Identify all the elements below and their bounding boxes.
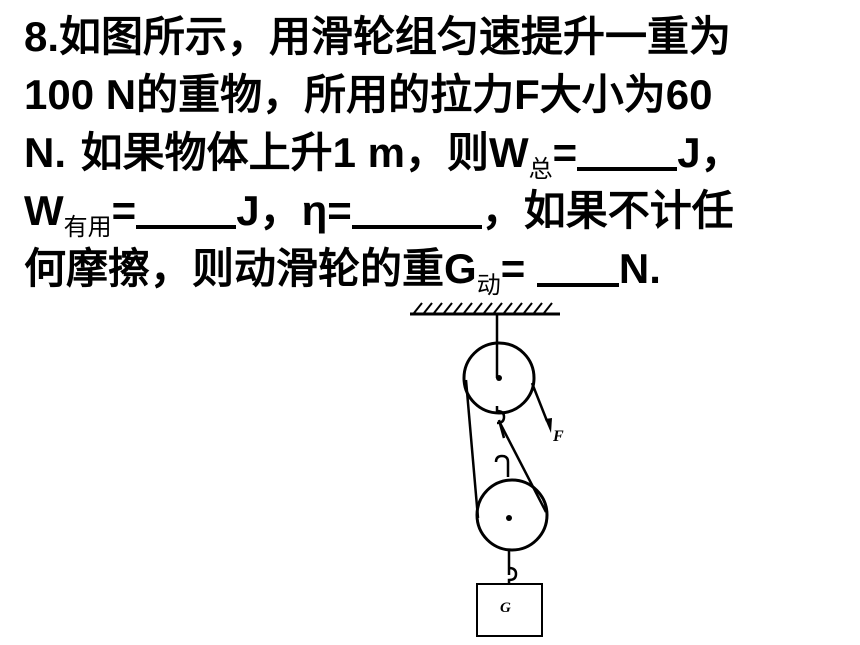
question-number: 8. (24, 13, 60, 60)
g-symbol: G (444, 245, 477, 292)
question-text-2a: 的重物，所用的拉力 (136, 70, 515, 119)
question-text-5a: 何摩擦，则动滑轮的重 (24, 244, 445, 293)
w-total-subscript: 总 (528, 155, 553, 183)
question-text-1: 如图所示，用滑轮组匀速提升一重为 (59, 12, 732, 61)
w-useful-subscript: 有用 (63, 213, 112, 241)
force-arrow: F (545, 418, 564, 445)
line3-comma: ， (700, 128, 743, 177)
weight-block: G (476, 583, 543, 637)
force-value: 60 (665, 71, 713, 118)
w-total-blank[interactable] (577, 129, 678, 171)
question-text-3b: ，则 (405, 128, 490, 177)
question-text-4b: ，如果不计任 (481, 186, 734, 235)
w-total-symbol: W (489, 129, 529, 176)
problem-line-1: 8.如图所示，用滑轮组匀速提升一重为 (24, 8, 844, 66)
question-text-2b: 大小为 (539, 70, 666, 119)
fixed-pulley (462, 341, 536, 415)
problem-line-5: 何摩擦，则动滑轮的重G动= N. (24, 240, 844, 299)
weight-label: G (500, 600, 511, 616)
g-unit: N. (618, 245, 661, 292)
rope (464, 379, 549, 519)
pulley-figure: F G (410, 302, 564, 637)
w-useful-blank[interactable] (136, 187, 237, 229)
problem-line-4: W有用= J，η= ，如果不计任 (24, 182, 844, 241)
w-useful-unit: J (236, 187, 260, 234)
weight-value: 100 N (24, 71, 137, 118)
w-useful-equals: = (111, 187, 137, 234)
g-subscript: 动 (476, 271, 501, 299)
ceiling-support (410, 302, 560, 316)
force-label: F (552, 428, 564, 445)
g-equals: = (500, 245, 537, 292)
w-useful-symbol: W (24, 187, 64, 234)
force-symbol: F (514, 71, 540, 118)
weight-hook (507, 566, 518, 584)
movable-pulley (475, 478, 549, 552)
efficiency-blank[interactable] (351, 187, 482, 229)
efficiency-label: η= (301, 187, 352, 234)
g-blank[interactable] (536, 245, 619, 287)
w-total-equals: = (552, 129, 578, 176)
problem-line-3: N. 如果物体上升1 m，则W总= J， (24, 124, 844, 183)
line4-comma: ， (259, 186, 302, 235)
height-value: 1 m (332, 129, 405, 176)
movable-pulley-top-hook (494, 454, 510, 477)
force-unit: N. (24, 129, 66, 176)
w-total-unit: J (677, 129, 701, 176)
problem-line-2: 100 N的重物，所用的拉力F大小为60 (24, 66, 844, 124)
problem-text: 8.如图所示，用滑轮组匀速提升一重为 100 N的重物，所用的拉力F大小为60 … (24, 8, 844, 299)
question-text-3a: 如果物体上升 (66, 128, 333, 177)
